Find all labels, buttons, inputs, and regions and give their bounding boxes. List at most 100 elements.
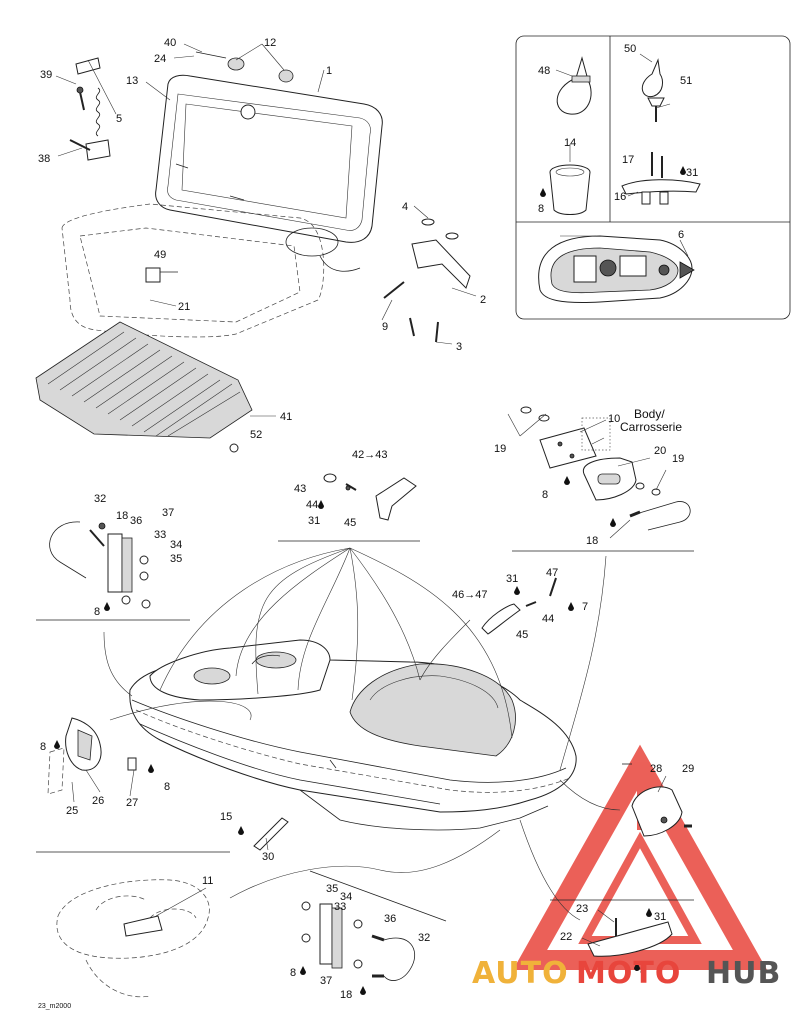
mat-part-41 — [35, 321, 253, 439]
storage-opening-outline — [61, 203, 325, 338]
callout-12: 12 — [264, 37, 276, 49]
callout-leaders — [55, 43, 689, 947]
callout-39: 39 — [40, 69, 52, 81]
callout-25: 25 — [66, 805, 78, 817]
cable-assembly-bottom — [301, 901, 416, 981]
boat-hull — [129, 639, 577, 831]
compartment-part-6 — [538, 235, 695, 303]
callout-40: 40 — [164, 37, 176, 49]
callout-14: 14 — [564, 137, 576, 149]
callout-8-plate: 8 — [542, 489, 548, 501]
callout-21: 21 — [178, 301, 190, 313]
handle-part-46 — [481, 577, 557, 635]
clip-part-52 — [229, 443, 239, 453]
callout-19-left: 19 — [494, 443, 506, 455]
bracket-part-2 — [383, 218, 471, 343]
callout-8-bottom: 8 — [290, 967, 296, 979]
callout-44-lever: 44 — [306, 499, 318, 511]
watermark-hub: HUB — [706, 956, 781, 991]
callout-24: 24 — [154, 53, 166, 65]
callout-4: 4 — [402, 201, 408, 213]
watermark-text: AUTO MOTO HUB — [472, 956, 781, 991]
scupper-part-26 — [47, 717, 137, 795]
inset-box-top-right — [515, 35, 791, 320]
callout-48: 48 — [538, 65, 550, 77]
callout-42-43: 42→43 — [352, 449, 387, 461]
callout-28: 28 — [650, 763, 662, 775]
detail-callout-circle — [285, 227, 361, 272]
cable-part-18-right — [629, 501, 691, 531]
plate-part-22 — [587, 918, 673, 957]
callout-8-rear: 8 — [164, 781, 170, 793]
figure-code: 23_m2000 — [38, 1003, 71, 1010]
callout-6: 6 — [678, 229, 684, 241]
leader-arcs — [103, 547, 621, 921]
strap-part-48 — [556, 56, 592, 115]
callout-15: 15 — [220, 811, 232, 823]
storage-lid-part-1 — [155, 74, 383, 243]
callout-31-handle: 31 — [506, 573, 518, 585]
callout-17: 17 — [622, 154, 634, 166]
callout-23: 23 — [576, 903, 588, 915]
lever-part-42 — [323, 473, 417, 521]
callout-22: 22 — [560, 931, 572, 943]
callout-34-bottom: 34 — [340, 891, 352, 903]
callout-18-right: 18 — [586, 535, 598, 547]
callout-1: 1 — [326, 65, 332, 77]
callout-13: 13 — [126, 75, 138, 87]
callout-31-lever: 31 — [308, 515, 320, 527]
callout-45-lever: 45 — [344, 517, 356, 529]
callout-2: 2 — [480, 294, 486, 306]
callout-41: 41 — [280, 411, 292, 423]
callout-34-left: 34 — [170, 539, 182, 551]
plate-part-10 — [520, 406, 611, 469]
callout-8-right: 8 — [640, 965, 646, 977]
callout-8-cup: 8 — [538, 203, 544, 215]
callout-35-left: 35 — [170, 553, 182, 565]
callout-35-bottom: 35 — [326, 883, 338, 895]
bracket-part-20 — [582, 457, 661, 501]
callout-31-plate: 31 — [654, 911, 666, 923]
section-separators — [36, 540, 694, 922]
callout-49: 49 — [154, 249, 166, 261]
callout-8-scupper: 8 — [40, 741, 46, 753]
callout-11: 11 — [202, 875, 213, 887]
callout-5: 5 — [116, 113, 122, 125]
callout-36-left: 36 — [130, 515, 142, 527]
callout-26: 26 — [92, 795, 104, 807]
callout-33-left: 33 — [154, 529, 166, 541]
callout-36-bottom: 36 — [384, 913, 396, 925]
callout-31-cleat: 31 — [686, 167, 698, 179]
callout-9: 9 — [382, 321, 388, 333]
callout-10: 10 — [608, 413, 620, 425]
callout-44-handle: 44 — [542, 613, 554, 625]
threadlock-markers — [54, 166, 686, 995]
callout-7: 7 — [582, 601, 588, 613]
dashboard-inset-part-11 — [56, 879, 210, 998]
callout-labels: 1 2 3 4 5 6 7 8 8 8 8 8 8 8 9 10 11 12 1… — [38, 37, 698, 1010]
cup-part-14 — [549, 164, 591, 215]
bracket-part-28 — [631, 786, 692, 837]
callout-38: 38 — [38, 153, 50, 165]
callout-52: 52 — [250, 429, 262, 441]
callout-37-bottom: 37 — [320, 975, 332, 987]
callout-45-handle: 45 — [516, 629, 528, 641]
callout-16: 16 — [614, 191, 626, 203]
callout-32-left: 32 — [94, 493, 106, 505]
callout-32-bottom: 32 — [418, 932, 430, 944]
callout-3: 3 — [456, 341, 462, 353]
callout-30: 30 — [262, 851, 274, 863]
knob-part-12 — [195, 51, 294, 83]
callout-18-bottom: 18 — [340, 989, 352, 1001]
callout-50: 50 — [624, 43, 636, 55]
callout-27: 27 — [126, 797, 138, 809]
callout-19-right: 19 — [672, 453, 684, 465]
body-label-line1: Body/ — [634, 407, 665, 421]
body-label-line2: Carrosserie — [620, 420, 682, 434]
callout-8-left-cable: 8 — [94, 606, 100, 618]
watermark-moto: MOTO — [576, 956, 681, 991]
cable-assembly-left — [49, 521, 151, 609]
watermark-auto: AUTO — [472, 956, 569, 991]
cleat-part-16 — [621, 152, 701, 205]
